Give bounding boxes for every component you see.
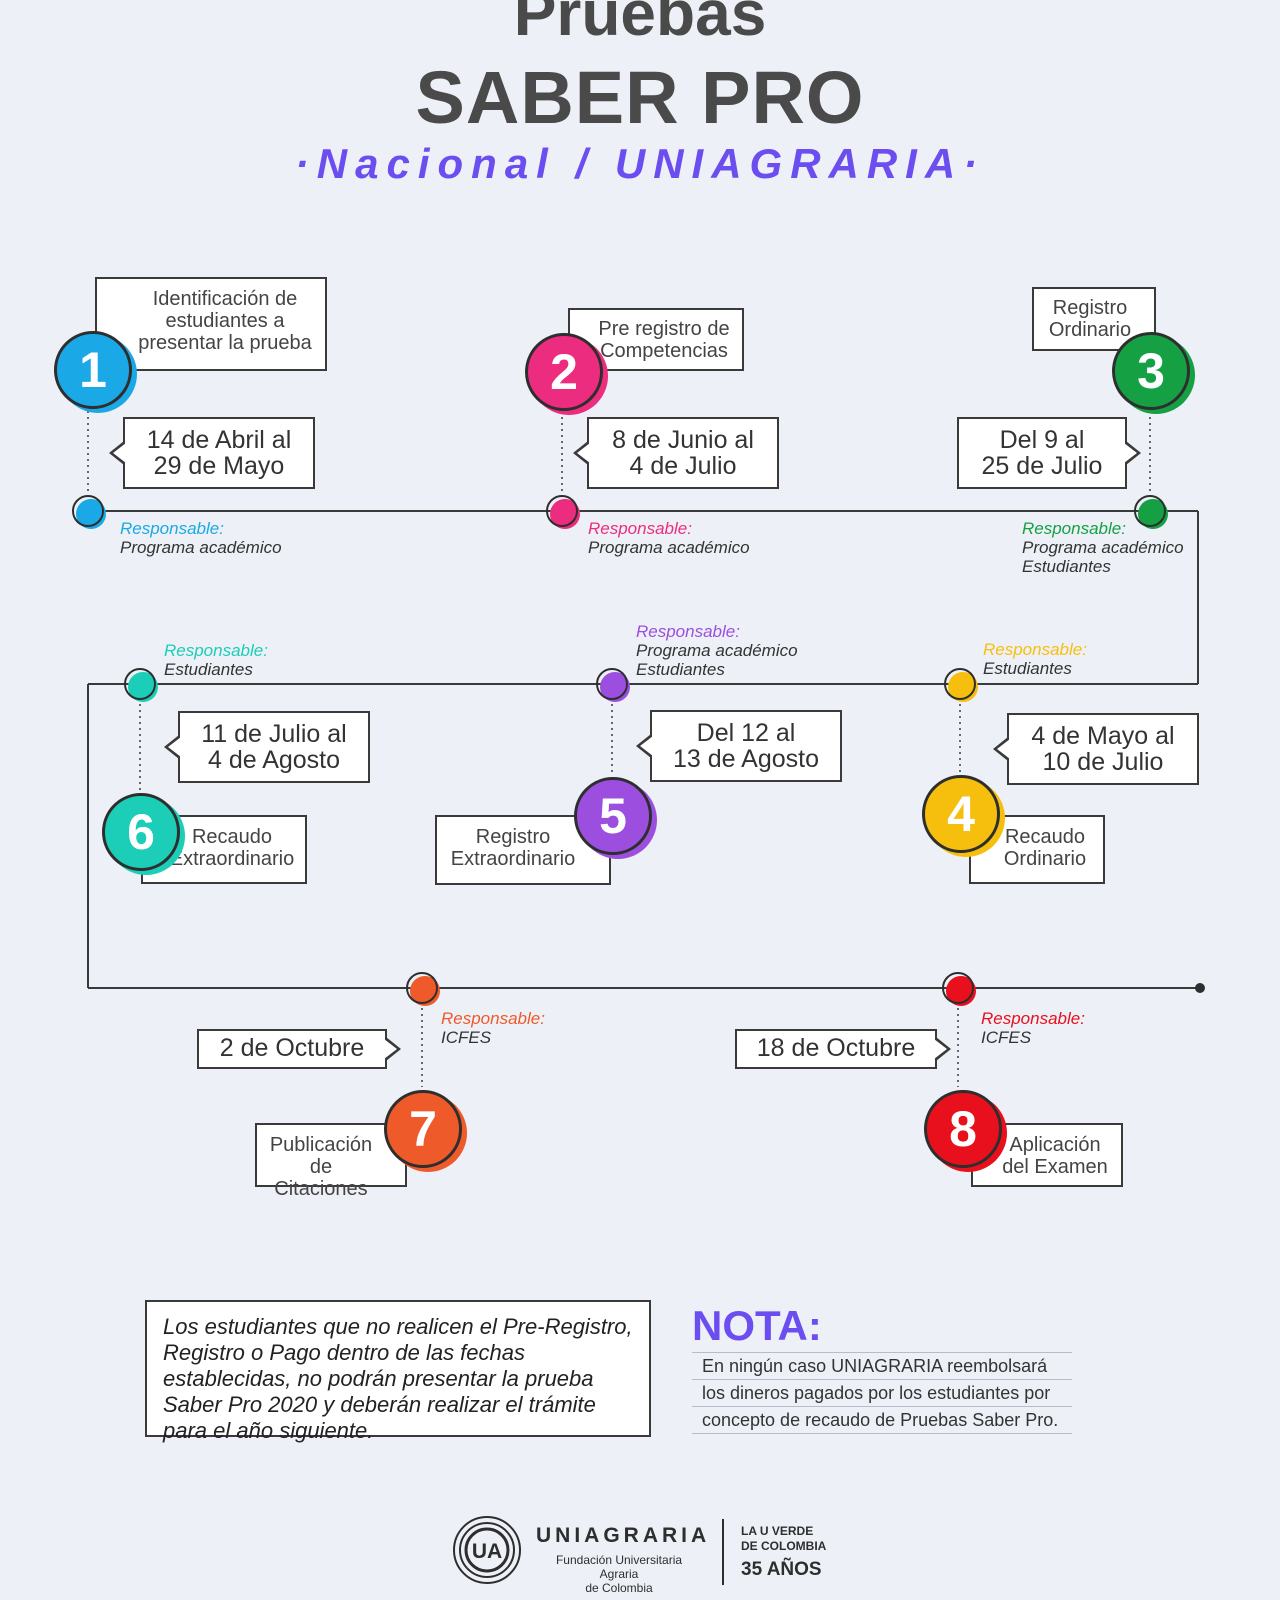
step-6-date: 11 de Julio al 4 de Agosto — [178, 711, 370, 783]
footer-divider — [722, 1519, 724, 1585]
responsible-value: Estudiantes — [983, 659, 1072, 678]
timeline-end-dot — [1195, 983, 1205, 993]
step-4-responsible: Responsable:Estudiantes — [983, 640, 1087, 678]
step-7-label: Publicación de Citaciones — [255, 1123, 407, 1200]
timeline-node-4 — [944, 668, 978, 702]
step-8-label: Aplicación del Examen — [971, 1123, 1123, 1187]
step-8-date: 18 de Octubre — [735, 1029, 937, 1069]
subtitle: ·Nacional / UNIAGRARIA· — [294, 140, 986, 187]
step-5-date: Del 12 al 13 de Agosto — [650, 710, 842, 782]
step-2-responsible: Responsable:Programa académico — [588, 519, 750, 557]
timeline-node-7 — [406, 972, 440, 1006]
responsible-label: Responsable: — [981, 1009, 1085, 1028]
timeline-node-2 — [546, 495, 580, 529]
responsible-value: Programa académico Estudiantes — [1022, 538, 1184, 576]
responsible-value: Programa académico Estudiantes — [636, 641, 798, 679]
responsible-value: Programa académico — [588, 538, 750, 557]
deadline-warning: Los estudiantes que no realicen el Pre-R… — [145, 1300, 651, 1443]
title-line-2: SABER PRO — [415, 56, 865, 139]
step-1-date: 14 de Abril al 29 de Mayo — [123, 417, 315, 489]
uniagraria-logo-icon: UA — [453, 1516, 521, 1584]
step-3-responsible: Responsable:Programa académico Estudiant… — [1022, 519, 1184, 576]
timeline-node-8 — [942, 972, 976, 1006]
timeline-node-5 — [596, 668, 630, 702]
logo-initials: UA — [472, 1540, 502, 1563]
responsible-value: Estudiantes — [164, 660, 253, 679]
brand-name: UNIAGRARIA — [536, 1524, 711, 1547]
responsible-value: ICFES — [441, 1028, 492, 1047]
timeline-node-ring — [546, 495, 578, 527]
timeline-node-6 — [124, 668, 158, 702]
responsible-label: Responsable: — [441, 1009, 545, 1028]
step-4-date: 4 de Mayo al 10 de Julio — [1007, 713, 1199, 785]
step-8-responsible: Responsable:ICFES — [981, 1009, 1085, 1047]
step-1-label: Identificación de estudiantes a presenta… — [95, 277, 327, 371]
timeline-node-ring — [944, 668, 976, 700]
timeline-node-ring — [406, 972, 438, 1004]
step-2-badge: 2 — [525, 333, 603, 411]
responsible-label: Responsable: — [120, 519, 224, 538]
step-6-badge: 6 — [102, 793, 180, 871]
responsible-label: Responsable: — [983, 640, 1087, 659]
responsible-label: Responsable: — [1022, 519, 1126, 538]
step-4-badge: 4 — [922, 775, 1000, 853]
timeline-node-ring — [72, 495, 104, 527]
responsible-label: Responsable: — [588, 519, 692, 538]
step-1-responsible: Responsable:Programa académico — [120, 519, 282, 557]
responsible-value: Programa académico — [120, 538, 282, 557]
responsible-label: Responsable: — [636, 622, 740, 641]
step-5-responsible: Responsable:Programa académico Estudiant… — [636, 622, 798, 679]
note-line: En ningún caso UNIAGRARIA reembolsará — [692, 1352, 1072, 1379]
note-title: NOTA: — [692, 1302, 822, 1349]
step-1-badge: 1 — [54, 331, 132, 409]
step-7-badge: 7 — [384, 1090, 462, 1168]
anniversary: 35 AÑOS — [741, 1559, 822, 1580]
step-3-date: Del 9 al 25 de Julio — [957, 417, 1127, 489]
responsible-label: Responsable: — [164, 641, 268, 660]
timeline-node-ring — [596, 668, 628, 700]
brand-subtitle-text: Fundación Universitaria Agraria de Colom… — [555, 1553, 683, 1595]
step-6-responsible: Responsable:Estudiantes — [164, 641, 268, 679]
timeline-node-ring — [1134, 495, 1166, 527]
note-line: los dineros pagados por los estudiantes … — [692, 1379, 1072, 1406]
slogan: LA U VERDE DE COLOMBIA — [741, 1524, 827, 1553]
step-7-responsible: Responsable:ICFES — [441, 1009, 545, 1047]
title-line-1: Pruebas — [513, 0, 767, 49]
step-3-badge: 3 — [1112, 332, 1190, 410]
brand-subtitle: Fundación Universitaria Agraria de Colom… — [536, 1553, 702, 1595]
step-2-date: 8 de Junio al 4 de Julio — [587, 417, 779, 489]
step-7-date: 2 de Octubre — [197, 1029, 387, 1069]
note-line: concepto de recaudo de Pruebas Saber Pro… — [692, 1406, 1072, 1434]
timeline-node-3 — [1134, 495, 1168, 529]
timeline-node-ring — [124, 668, 156, 700]
step-5-badge: 5 — [574, 777, 652, 855]
timeline-node-ring — [942, 972, 974, 1004]
timeline-node-1 — [72, 495, 106, 529]
note-body: En ningún caso UNIAGRARIA reembolsará lo… — [692, 1352, 1072, 1434]
step-8-badge: 8 — [924, 1090, 1002, 1168]
responsible-value: ICFES — [981, 1028, 1032, 1047]
